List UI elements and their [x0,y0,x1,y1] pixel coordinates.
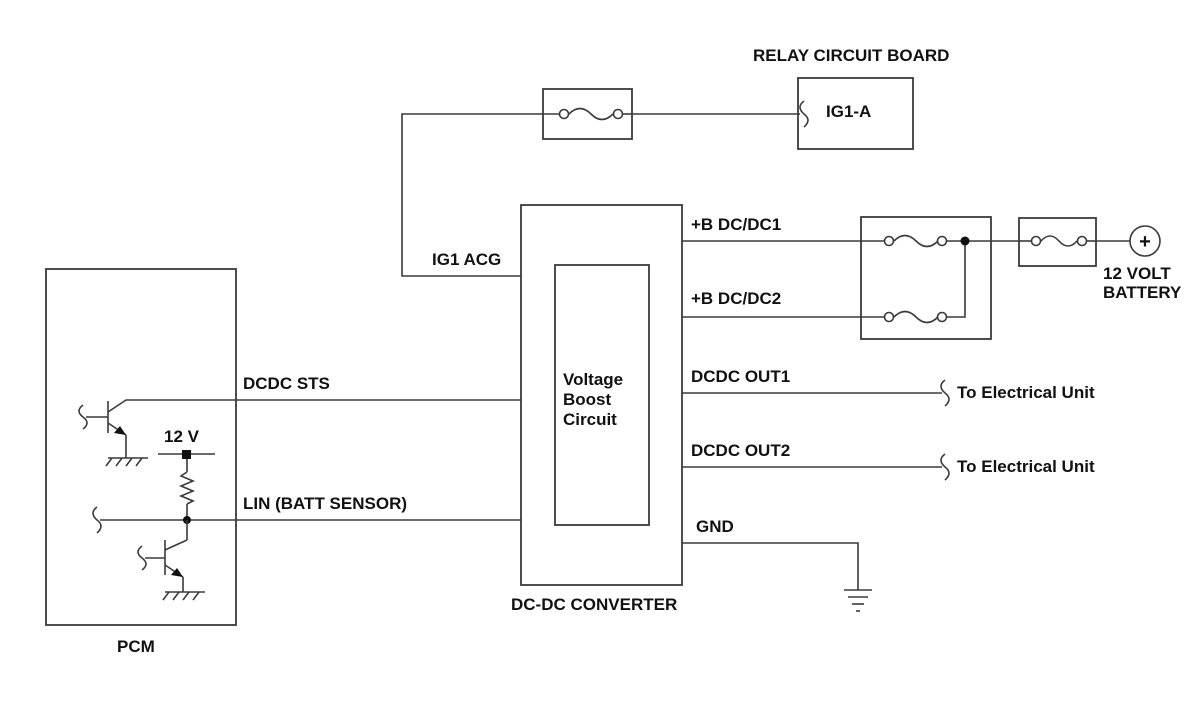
voltage-boost-circuit-box [554,264,650,526]
boost-circuit-label-line-3: Circuit [563,410,617,429]
load-label-out1: To Electrical Unit [957,383,1095,402]
battery-fuse-icon [1018,217,1097,267]
signal-label-dcdc-sts: DCDC STS [243,374,330,393]
pcm-box [45,268,237,626]
dc-dc-converter-label: DC-DC CONVERTER [511,595,677,614]
pin-label-ig1-acg: IG1 ACG [432,250,501,269]
relay-board-terminal-label: IG1-A [826,102,871,121]
out1-connector-icon [940,379,950,407]
dc-dc-converter-box [520,204,683,586]
ig1-fuse-icon [542,88,633,140]
ground-icon [844,589,872,612]
pin-label-dcdc-out2: DCDC OUT2 [691,441,790,460]
ground-icon-pcm-2 [162,591,205,601]
dual-fuse-box [860,216,992,340]
battery-terminal-icon: + [1129,225,1161,257]
pin-label-dcdc-out1: DCDC OUT1 [691,367,790,386]
pin-label-b-dcdc1: +B DC/DC1 [691,215,781,234]
transistor-icon-lin [137,520,188,592]
ground-icon-pcm-1 [105,452,148,467]
transistor-icon-sts [78,401,127,452]
pcm-label: PCM [117,637,155,656]
pin-label-b-dcdc2: +B DC/DC2 [691,289,781,308]
boost-circuit-label-line-2: Boost [563,390,612,409]
wire-dcdc-sts [107,399,521,413]
wire-ig1-acg [401,113,543,277]
relay-board-title: RELAY CIRCUIT BOARD [753,46,949,65]
pin-label-gnd: GND [696,517,734,536]
signal-label-lin: LIN (BATT SENSOR) [243,494,407,513]
relay-board-connector-icon [799,100,809,128]
load-label-out2: To Electrical Unit [957,457,1095,476]
supply-terminal-icon [182,450,191,459]
battery-label-line-1: 12 VOLT [1103,264,1171,283]
battery-label-line-2: BATTERY [1103,283,1182,302]
boost-circuit-label-line-1: Voltage [563,370,623,389]
pull-up-resistor-icon [178,471,196,505]
out2-connector-icon [940,453,950,481]
battery-plus-symbol: + [1139,231,1151,253]
junction-dot-fuse [960,236,970,246]
dcdc1-fuse-icon [883,234,948,248]
dcdc2-fuse-icon [883,310,948,324]
wire-gnd [682,542,859,590]
pcm-supply-label: 12 V [164,427,200,446]
lin-connector-icon [92,506,102,534]
wire-fuse-bridge [946,241,966,318]
